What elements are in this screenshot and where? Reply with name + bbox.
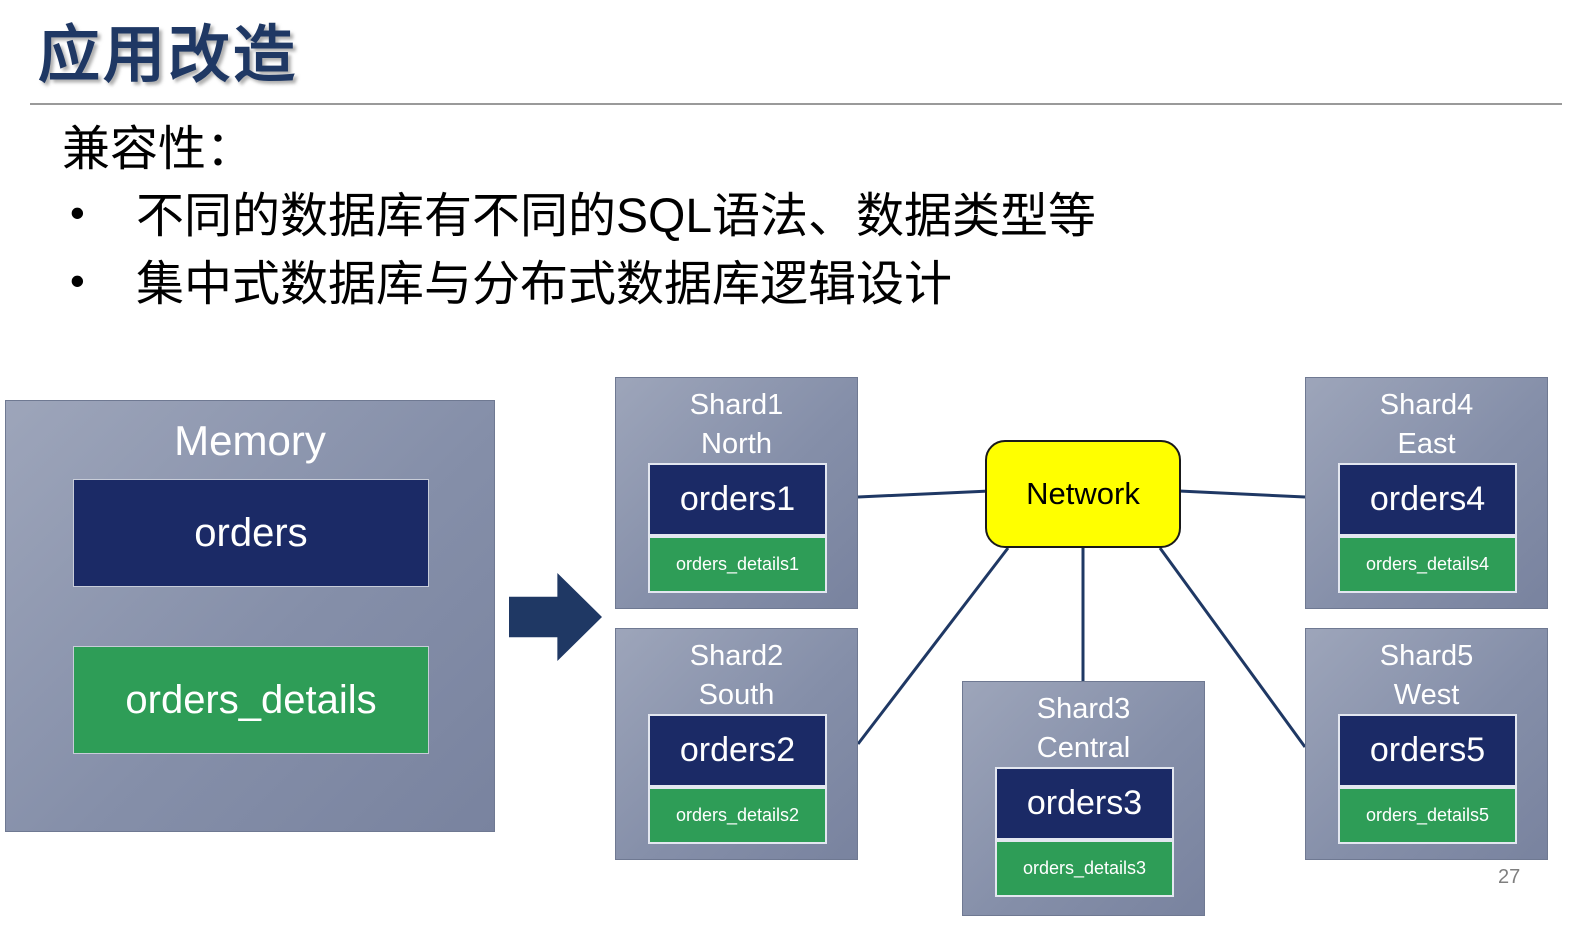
shard1-panel: Shard1 North orders1 orders_details1: [615, 377, 858, 609]
network-node: Network: [985, 440, 1181, 548]
shard3-panel: Shard3 Central orders3 orders_details3: [962, 681, 1205, 916]
bullet-item: • 不同的数据库有不同的SQL语法、数据类型等: [62, 183, 1532, 251]
shard-title-group: Shard4 East: [1306, 386, 1547, 464]
shard-orders-table: orders3: [995, 767, 1174, 840]
shard-subtitle: Central: [1036, 732, 1131, 765]
compatibility-heading: 兼容性：: [62, 123, 255, 176]
shard2-panel: Shard2 South orders2 orders_details2: [615, 628, 858, 860]
shard-title-group: Shard5 West: [1306, 637, 1547, 715]
connector-network-shard4: [1178, 489, 1306, 499]
shard-subtitle: South: [698, 679, 775, 712]
shard4-panel: Shard4 East orders4 orders_details4: [1305, 377, 1548, 609]
shard-orders-table: orders5: [1338, 714, 1517, 787]
shard-title: Shard4: [1379, 389, 1474, 421]
shard-title-group: Shard1 North: [616, 386, 857, 464]
shard-subtitle: East: [1397, 428, 1456, 461]
shard-orders-table: orders4: [1338, 463, 1517, 536]
connector-network-shard1: [857, 489, 991, 499]
shard-orders-table: orders2: [648, 714, 827, 787]
memory-panel: Memory orders orders_details: [5, 400, 495, 832]
text-block: 兼容性： • 不同的数据库有不同的SQL语法、数据类型等 • 集中式数据库与分布…: [62, 116, 1532, 320]
shard-title: Shard5: [1379, 640, 1474, 672]
shard-subtitle: North: [701, 428, 772, 461]
shard-title-group: Shard3 Central: [963, 690, 1204, 768]
memory-orders-table: orders: [73, 479, 429, 587]
shard-subtitle: West: [1393, 679, 1460, 712]
shard-orders-table: orders1: [648, 463, 827, 536]
right-arrow-icon: [509, 573, 602, 661]
memory-orders-details-table: orders_details: [73, 646, 429, 754]
bullet-text: 不同的数据库有不同的SQL语法、数据类型等: [136, 190, 1097, 244]
shard-title: Shard1: [689, 389, 784, 421]
slide-title: 应用改造: [38, 21, 299, 90]
shard-details-table: orders_details4: [1338, 536, 1517, 593]
bullet-icon: •: [70, 189, 85, 237]
shard-details-table: orders_details3: [995, 840, 1174, 897]
network-label: Network: [1026, 476, 1140, 511]
shard-details-table: orders_details5: [1338, 787, 1517, 844]
page-number: 27: [1498, 866, 1521, 888]
shard-details-table: orders_details2: [648, 787, 827, 844]
memory-label: Memory: [174, 417, 326, 464]
shard-title: Shard3: [1036, 693, 1131, 725]
title-divider: [30, 103, 1562, 105]
shard-title-group: Shard2 South: [616, 637, 857, 715]
shard5-panel: Shard5 West orders5 orders_details5: [1305, 628, 1548, 860]
shard-details-table: orders_details1: [648, 536, 827, 593]
bullet-icon: •: [70, 257, 85, 305]
shard-title: Shard2: [689, 640, 784, 672]
bullet-item: • 集中式数据库与分布式数据库逻辑设计: [62, 251, 1532, 319]
bullet-text: 集中式数据库与分布式数据库逻辑设计: [136, 258, 953, 312]
